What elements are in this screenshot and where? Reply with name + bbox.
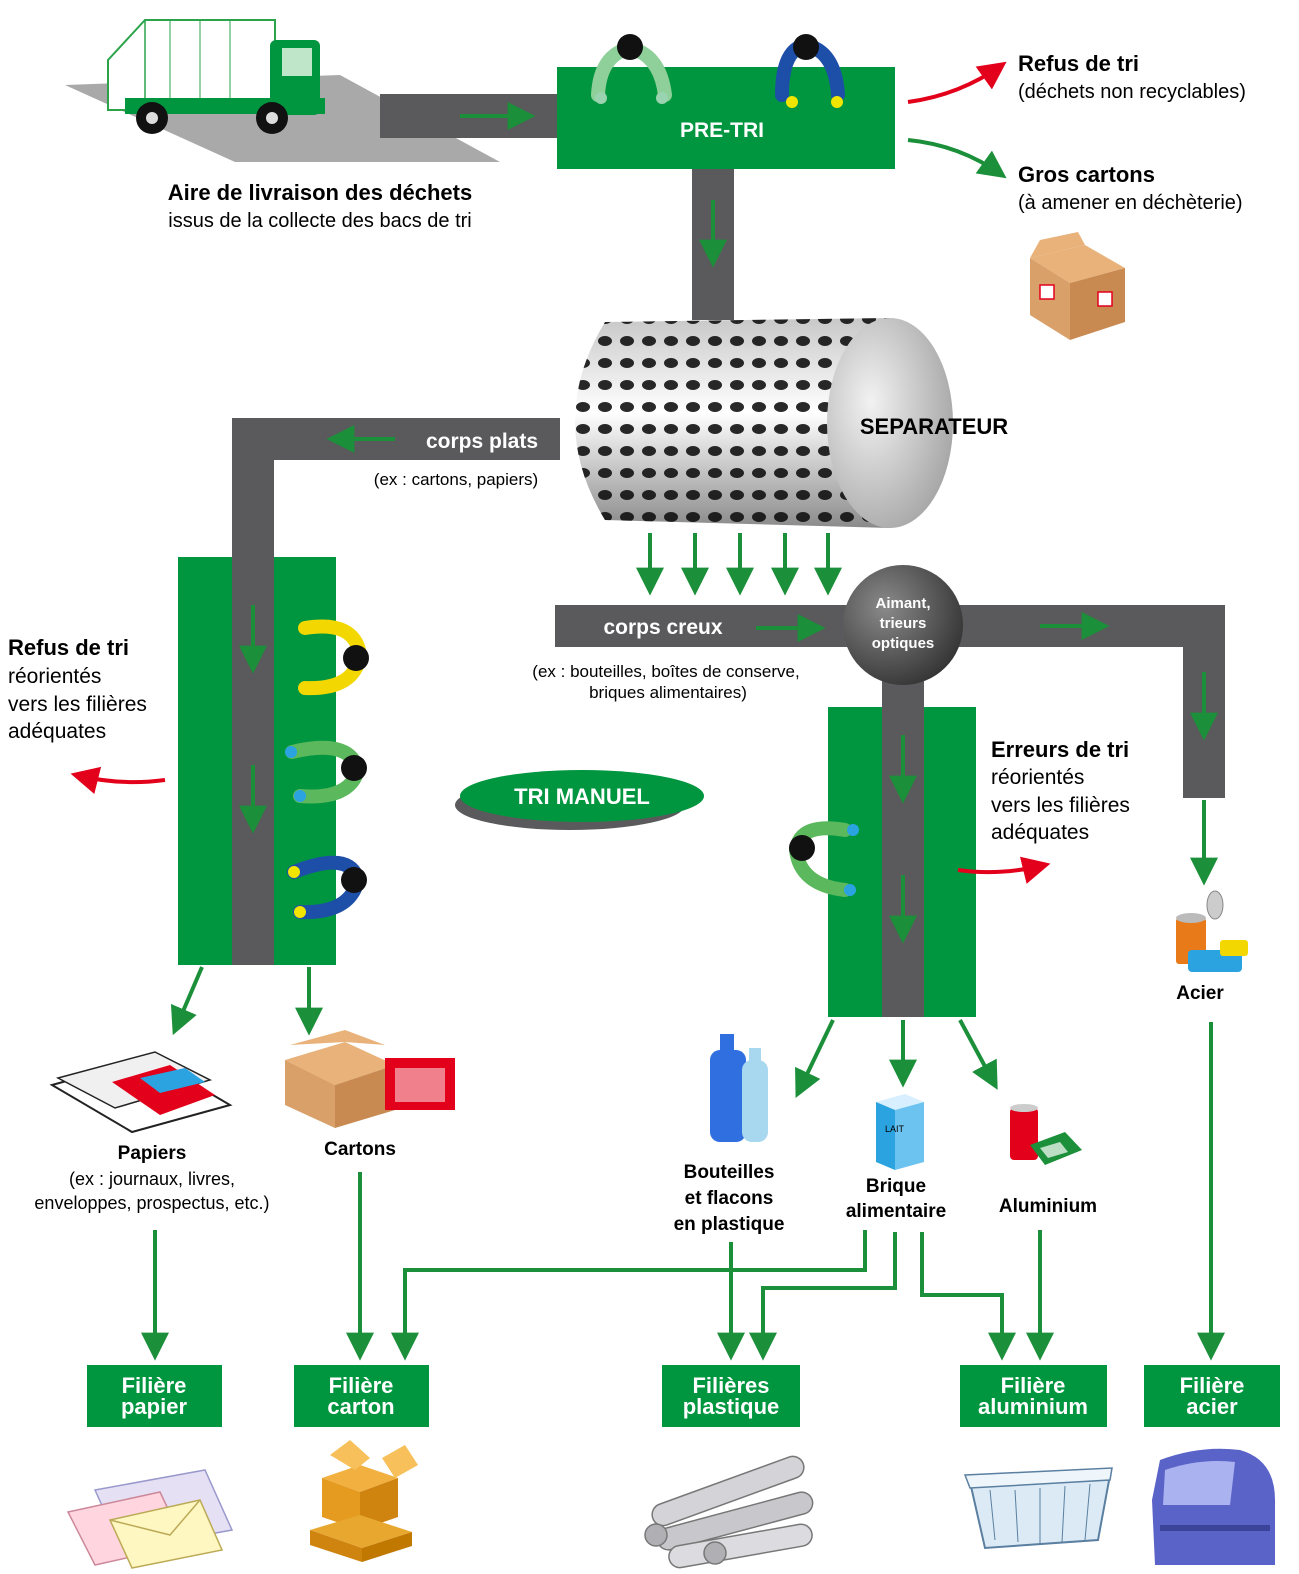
- plastic-pipes-icon: [644, 1455, 814, 1569]
- corps-creux-title: corps creux: [603, 616, 722, 639]
- right-belt-right-band: [924, 707, 976, 1017]
- worker-icon: [788, 821, 859, 897]
- separator-label: SEPARATEUR: [860, 414, 1008, 439]
- refus-subtitle: (déchets non recyclables): [1018, 81, 1246, 103]
- papiers-subtitle-2: enveloppes, prospectus, etc.): [34, 1193, 269, 1213]
- right-err-line-1: réorientés: [991, 766, 1084, 789]
- gros-cartons-title: Gros cartons: [1018, 162, 1155, 187]
- corps-plats-subtitle: (ex : cartons, papiers): [374, 470, 538, 489]
- arrow-refus-tri: [907, 61, 1007, 104]
- arrow-left-refus: [70, 766, 166, 795]
- worker-icon: [298, 619, 369, 696]
- cartons-icon: [285, 1030, 455, 1128]
- filiere-papier-line-2: papier: [121, 1394, 187, 1419]
- magnet-line-1: Aimant,: [875, 595, 930, 612]
- papiers-label: Papiers: [118, 1143, 187, 1164]
- brique-line-1: Brique: [866, 1176, 926, 1197]
- filiere-flow-lines: [141, 1022, 1225, 1361]
- separator-lid: [827, 318, 953, 528]
- filiere-plastique-line-1: Filières: [692, 1373, 769, 1398]
- newspapers-icon: [49, 1051, 233, 1134]
- separator-drum: [575, 318, 953, 528]
- filiere-acier-line-1: Filière: [1180, 1373, 1245, 1398]
- filiere-carton-line-1: Filière: [329, 1373, 394, 1398]
- conveyor-corps-plats: [232, 418, 560, 965]
- aluminium-label: Aluminium: [999, 1196, 1097, 1217]
- cardboard-box-icon: [1030, 232, 1125, 340]
- milk-carton-icon: LAIT: [876, 1094, 924, 1170]
- papiers-subtitle-1: (ex : journaux, livres,: [69, 1169, 235, 1189]
- left-refus-line-3: adéquates: [8, 720, 106, 743]
- magnet-line-3: optiques: [872, 635, 935, 652]
- magnet-optical-sorter: [843, 565, 963, 685]
- manual-belt-left-band: [178, 557, 232, 965]
- filiere-aluminium-line-2: aluminium: [978, 1394, 1088, 1419]
- acier-label: Acier: [1176, 983, 1224, 1004]
- delivery-subtitle: issus de la collecte des bacs de tri: [168, 210, 472, 232]
- left-refus-title: Refus de tri: [8, 635, 129, 660]
- cartons-label: Cartons: [324, 1139, 396, 1160]
- left-refus-line-2: vers les filières: [8, 693, 147, 716]
- magnet-line-2: trieurs: [880, 615, 927, 632]
- arrow-gros-cartons: [907, 138, 1007, 179]
- car-door-icon: [1152, 1448, 1275, 1565]
- delivery-title: Aire de livraison des déchets: [168, 180, 472, 205]
- right-err-title: Erreurs de tri: [991, 737, 1129, 762]
- pretri-label: PRE-TRI: [680, 119, 764, 142]
- conveyor-direction-arrows: [239, 102, 1218, 944]
- tri-manuel-label: TRI MANUEL: [514, 784, 650, 809]
- aluminium-tray-icon: [963, 1467, 1113, 1550]
- filiere-plastique: Filières plastique: [662, 1365, 800, 1427]
- worker-icon: [775, 34, 845, 108]
- brique-line-2: alimentaire: [846, 1201, 946, 1222]
- milk-carton-text: LAIT: [885, 1124, 905, 1134]
- conveyor-right-vertical: [882, 660, 924, 1017]
- filiere-plastique-line-2: plastique: [683, 1394, 780, 1419]
- pretri-station: PRE-TRI: [557, 34, 895, 169]
- gros-cartons-subtitle: (à amener en déchèterie): [1018, 192, 1243, 214]
- filiere-carton: Filière carton: [294, 1365, 429, 1427]
- bouteilles-line-1: Bouteilles: [684, 1162, 775, 1183]
- cardboard-boxes-icon: [310, 1440, 418, 1562]
- plastic-bottles-icon: [710, 1034, 768, 1142]
- worker-icon: [287, 855, 367, 920]
- right-belt-left-band: [828, 707, 882, 1017]
- pretri-box: [557, 67, 895, 169]
- bouteilles-line-3: en plastique: [674, 1214, 785, 1235]
- filiere-carton-line-2: carton: [327, 1394, 394, 1419]
- filiere-acier-line-2: acier: [1186, 1394, 1238, 1419]
- corps-creux-subtitle-2: briques alimentaires): [589, 683, 747, 702]
- corps-creux-subtitle-1: (ex : bouteilles, boîtes de conserve,: [532, 662, 799, 681]
- filiere-papier: Filière papier: [87, 1365, 222, 1427]
- filiere-acier: Filière acier: [1144, 1365, 1280, 1427]
- refus-title: Refus de tri: [1018, 51, 1139, 76]
- filiere-aluminium-line-1: Filière: [1001, 1373, 1066, 1398]
- delivery-area: Aire de livraison des déchets issus de l…: [65, 19, 500, 232]
- garbage-truck-icon: [107, 19, 325, 134]
- bouteilles-line-2: et flacons: [685, 1188, 774, 1209]
- corps-plats-title: corps plats: [426, 430, 538, 453]
- envelopes-icon: [66, 1469, 234, 1569]
- tri-manuel-badge: TRI MANUEL: [455, 770, 704, 830]
- separator-output-arrows: [636, 533, 842, 596]
- filiere-aluminium: Filière aluminium: [960, 1365, 1107, 1427]
- aluminium-cans-icon: [1010, 1104, 1082, 1165]
- worker-icon: [591, 34, 672, 104]
- product-arrows: [170, 800, 1218, 1099]
- worker-icon: [285, 740, 367, 804]
- arrow-right-err: [957, 856, 1051, 884]
- filiere-papier-line-1: Filière: [122, 1373, 187, 1398]
- left-refus-line-1: réorientés: [8, 665, 101, 688]
- right-err-line-2: vers les filières: [991, 794, 1130, 817]
- steel-cans-icon: [1176, 890, 1248, 972]
- right-err-line-3: adéquates: [991, 821, 1089, 844]
